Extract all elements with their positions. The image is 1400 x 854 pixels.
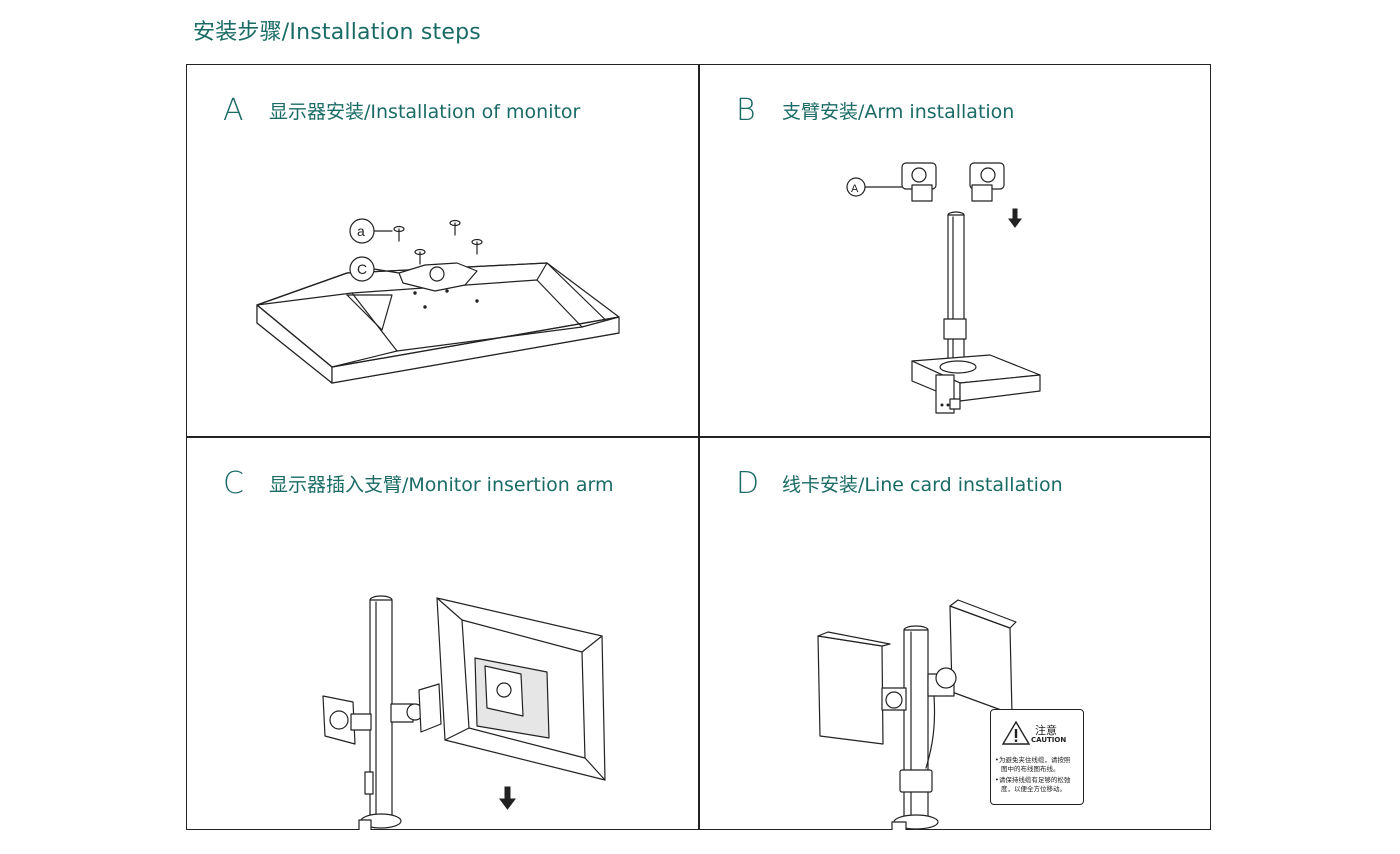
step-letter-b: B (736, 93, 756, 128)
monitor-mounting-illustration: a C (256, 218, 620, 384)
arm-head-left (901, 162, 937, 202)
arm-head-right (969, 162, 1005, 202)
screw-1 (393, 225, 405, 242)
step-panel-d: D 线卡安装/Line card installation (700, 438, 1211, 830)
step-title-c: 显示器插入支臂/Monitor insertion arm (269, 474, 614, 496)
caution-title: 注意 (1035, 724, 1057, 737)
step-letter-c: C (223, 466, 244, 501)
arm-installation-illustration: A (846, 162, 1041, 414)
step-heading-c: C 显示器插入支臂/Monitor insertion arm (223, 466, 613, 501)
screw-2 (449, 219, 461, 236)
caution-label: 注意 CAUTION •为避免夹住线缆，请按照 图中的布线图布线。 •请保持线缆… (990, 709, 1084, 805)
grid-divider-vertical (698, 65, 700, 829)
line-card-illustration (817, 599, 1017, 830)
grid-divider-horizontal (187, 436, 1210, 438)
steps-grid: A 显示器安装/Installation of monitor (186, 64, 1211, 830)
step-title-a: 显示器安装/Installation of monitor (269, 101, 581, 123)
callout-c-label: C (357, 261, 367, 277)
caution-line-3: •请保持线缆有足够的松弛 (995, 776, 1071, 784)
page-title: 安装步骤/Installation steps (193, 20, 481, 45)
down-arrow-icon (499, 786, 516, 810)
monitor-insertion-illustration (322, 595, 606, 830)
caution-subtitle: CAUTION (1031, 736, 1067, 744)
step-letter-a: A (223, 93, 244, 128)
step-heading-b: B 支臂安装/Arm installation (736, 93, 1014, 128)
step-panel-c: C 显示器插入支臂/Monitor insertion arm (187, 438, 699, 830)
warning-icon (1001, 720, 1031, 745)
step-heading-d: D 线卡安装/Line card installation (736, 466, 1063, 501)
step-panel-a: A 显示器安装/Installation of monitor (187, 65, 699, 437)
callout-a-label: a (357, 223, 365, 239)
screw-4 (471, 238, 483, 255)
caution-line-4: 度，以便全方位移动。 (1001, 785, 1066, 793)
step-panel-b: B 支臂安装/Arm installation A (700, 65, 1211, 437)
caution-line-2: 图中的布线图布线。 (1001, 765, 1060, 773)
step-heading-a: A 显示器安装/Installation of monitor (223, 93, 580, 128)
screw-3 (414, 248, 426, 265)
step-title-b: 支臂安装/Arm installation (782, 101, 1015, 123)
callout-arm-label: A (851, 183, 859, 195)
step-letter-d: D (736, 466, 760, 501)
caution-line-1: •为避免夹住线缆，请按照 (995, 756, 1071, 764)
down-arrow-icon (1008, 208, 1022, 228)
step-title-d: 线卡安装/Line card installation (782, 474, 1063, 496)
